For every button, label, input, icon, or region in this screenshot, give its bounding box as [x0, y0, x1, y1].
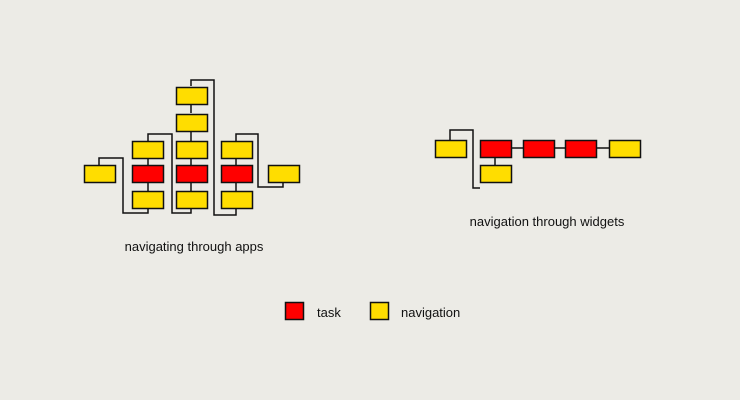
apps-node-navigation-7 [175, 140, 209, 160]
connector-apps-col3 [235, 133, 284, 188]
legend-navigation-label: navigation [401, 305, 461, 320]
caption-apps: navigating through apps [124, 239, 264, 254]
apps-node-navigation-12 [220, 190, 254, 210]
apps-node-task-8 [175, 164, 209, 184]
widgets-node-task-4 [522, 139, 556, 159]
legend-task-label: task [317, 305, 341, 320]
apps-node-navigation-10 [220, 140, 254, 160]
caption-widgets: navigation through widgets [469, 214, 625, 229]
widgets-node-task-2 [479, 139, 513, 159]
connector-apps-col1 [147, 133, 192, 214]
apps-node-navigation-6 [131, 190, 165, 210]
widgets-node-navigation-6 [608, 139, 642, 159]
apps-node-navigation-4 [131, 140, 165, 160]
widgets-node-task-5 [564, 139, 598, 159]
connector-apps-col2 [190, 79, 237, 216]
connector-apps-left [98, 157, 149, 214]
apps-node-task-5 [131, 164, 165, 184]
apps-node-navigation-11 [267, 164, 301, 184]
apps-node-navigation-1 [83, 164, 117, 184]
widgets-node-navigation-3 [479, 164, 513, 184]
apps-node-navigation-2 [175, 86, 209, 106]
apps-node-navigation-9 [175, 190, 209, 210]
connector-widgets-loop [449, 129, 480, 189]
widgets-node-navigation-1 [434, 139, 468, 159]
apps-node-navigation-3 [175, 113, 209, 133]
legend-task-swatch [284, 301, 305, 321]
apps-node-task-13 [220, 164, 254, 184]
legend-navigation-swatch [369, 301, 390, 321]
